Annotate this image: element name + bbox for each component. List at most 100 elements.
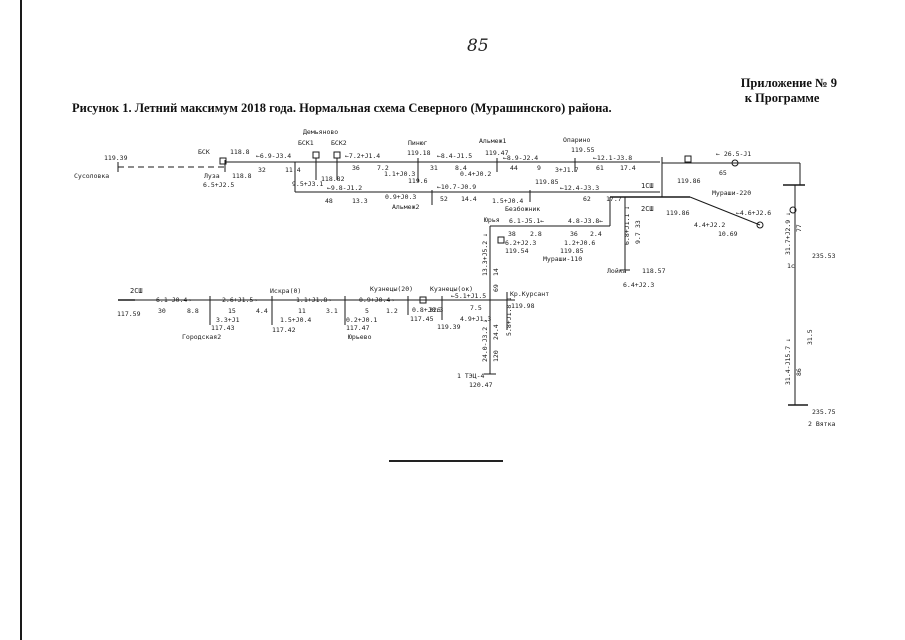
- page-number: 85: [467, 36, 489, 56]
- load-luza: 6.5+J2.5: [203, 181, 234, 189]
- voltage-oparino: 119.55: [571, 146, 595, 154]
- length-gorodskaya2: 15: [228, 307, 236, 315]
- station-bsk1: БСК1: [298, 139, 314, 147]
- bsk1-icon: [312, 151, 320, 159]
- station-murashi220: Мураши-220: [712, 189, 751, 197]
- line-2sh-murashi220: [689, 196, 761, 226]
- loss-dem-almezh2: 13.3: [352, 197, 368, 205]
- loss-pinyug-almezh1: 8.4: [455, 164, 467, 172]
- station-bsk2: БСК2: [331, 139, 347, 147]
- flow-transformer: ←4.6+J2.6: [736, 209, 771, 217]
- length-pinyug-almezh1: 31: [430, 164, 438, 172]
- switch-kuznetsy-icon: [419, 296, 427, 304]
- load-loyka: 6.4+J2.3: [623, 281, 654, 289]
- loss-yurya-kursant: 14: [492, 268, 500, 276]
- voltage-tec4: 120.47: [469, 381, 493, 389]
- loss-tec4: 24.4: [492, 324, 500, 340]
- appendix-note: Приложение № 9 к Программе: [741, 76, 837, 106]
- station-susolovka: Сусоловка: [74, 172, 109, 180]
- length-bezb-2sh: 62: [583, 195, 591, 203]
- flow-kuz-kursant: ←5.1+J1.5: [451, 292, 486, 300]
- voltage-luza: 118.8: [232, 172, 252, 180]
- transformer-luza-icon: [219, 157, 227, 165]
- voltage-murashi110: 119.85: [560, 247, 584, 255]
- upper-network-wires: [117, 157, 808, 406]
- station-vyatka: 2 Вятка: [808, 420, 835, 428]
- length-2sh-loyka: 33: [634, 220, 642, 228]
- appendix-line-2: к Программе: [744, 91, 820, 105]
- voltage-susolovka: 119.39: [104, 154, 128, 162]
- loss-bezb-2sh: 17.7: [606, 195, 622, 203]
- station-luza: Луза: [204, 172, 220, 180]
- loss-almezh2-bezb: 14.4: [461, 195, 477, 203]
- length-almezh1-oparino: 44: [510, 164, 518, 172]
- length-m110-2sh: 36: [570, 230, 578, 238]
- station-iskra: Искра(0): [270, 287, 301, 295]
- flow-tec4: 24.0-J3.2 ↓: [481, 319, 489, 362]
- load-kr-kursant: 4.9+J1.3: [460, 315, 491, 323]
- flow-dem-almezh2: ←9.8-J1.2: [327, 184, 362, 192]
- voltage-yurya: 119.54: [505, 247, 529, 255]
- length-yurya-m110: 38: [508, 230, 516, 238]
- reactor-3-icon: [789, 206, 797, 214]
- length-almezh2-bezb: 52: [440, 195, 448, 203]
- station-almezh2: Альмеж2: [392, 203, 419, 211]
- length-1sh-murashi220: 65: [719, 169, 727, 177]
- flow-bezb-2sh: ←12.4-J3.3: [560, 184, 599, 192]
- loss-dem-pinyug: 7.2: [377, 164, 389, 172]
- figure-title: Рисунок 1. Летний максимум 2018 года. Но…: [72, 101, 612, 115]
- station-gorodskaya2: Городская2: [182, 333, 221, 341]
- flow-dem-pinyug: ←7.2+J1.4: [345, 152, 380, 160]
- loss-vyatka: 31.5: [806, 329, 814, 345]
- load-gorodskaya2: 3.3+J1: [216, 316, 240, 324]
- station-tec4: 1 ТЭЦ-4: [457, 372, 484, 380]
- load-demyanovo: 9.5+J3.1: [292, 180, 323, 188]
- load-yurevo: 0.2+J0.1: [346, 316, 377, 324]
- length-vyatka: 86: [795, 368, 803, 376]
- voltage-vyatka: 235.75: [812, 408, 836, 416]
- load-pinyug: 1.1+J0.3: [384, 170, 415, 178]
- loss-almezh1-oparino: 9: [537, 164, 541, 172]
- reactor-2-icon: [756, 221, 764, 229]
- station-kuznetsy20: Кузнецы(20): [370, 285, 413, 293]
- equipment-symbols: [219, 151, 797, 304]
- appendix-line-1: Приложение № 9: [740, 76, 837, 90]
- length-murashi220-down: 77: [795, 224, 803, 232]
- voltage-iskra: 117.42: [272, 326, 296, 334]
- voltage-gorodskaya2: 117.43: [211, 324, 235, 332]
- voltage-murashi220: 235.53: [812, 252, 836, 260]
- loss-2sh-left: 8.8: [187, 307, 199, 315]
- voltage-2sh: 119.86: [666, 209, 690, 217]
- length-kuznetsy-ok: 326: [429, 306, 441, 314]
- flow-luza-dem: ←6.9-J3.4: [256, 152, 291, 160]
- voltage-bezbozhnik: 119.85: [535, 178, 559, 186]
- voltage-yurevo: 117.47: [346, 324, 370, 332]
- flow-vyatka: 31.4-J15.7 ↓: [784, 338, 792, 385]
- station-almezh1: Альмеж1: [479, 137, 506, 145]
- station-murashi110: Мураши-110: [543, 255, 582, 263]
- voltage-loyka: 118.57: [642, 267, 666, 275]
- flow-pinyug-almezh1: ←8.4-J1.5: [437, 152, 472, 160]
- flow-murashi220-down: 31.7+J2.9 ↓: [784, 212, 792, 255]
- voltage-demyanovo: 118.82: [321, 175, 345, 183]
- voltage-pinyug: 119.18: [407, 149, 431, 157]
- flow-1sh-murashi220: ← 26.5-J1: [716, 150, 751, 158]
- flow-gorodskaya2: 2.6+J1.5→: [222, 296, 257, 304]
- station-demyanovo: Демьяново: [303, 128, 338, 136]
- voltage-bsk: 118.8: [230, 148, 250, 156]
- voltage-kuznetsy-ok: 117.45: [410, 315, 434, 323]
- bus-label-2sh: 2СШ: [641, 205, 654, 213]
- flow-m110-2sh: 4.8-J3.8←: [568, 217, 603, 225]
- voltage-2sh-left: 117.59: [117, 310, 141, 318]
- switch-yurya-icon: [497, 236, 505, 244]
- station-yurevo: Юрьево: [348, 333, 372, 341]
- station-bsk: БСК: [198, 148, 210, 156]
- length-yurya-kursant: 69: [492, 284, 500, 292]
- load-iskra: 1.5+J0.4: [280, 316, 311, 324]
- length-2sh-left: 30: [158, 307, 166, 315]
- page-left-border: [20, 0, 22, 640]
- loss-2sh-loyka: 9.7: [634, 232, 642, 244]
- voltage-kr-kursant: 119.98: [511, 302, 535, 310]
- length-dem-almezh2: 48: [325, 197, 333, 205]
